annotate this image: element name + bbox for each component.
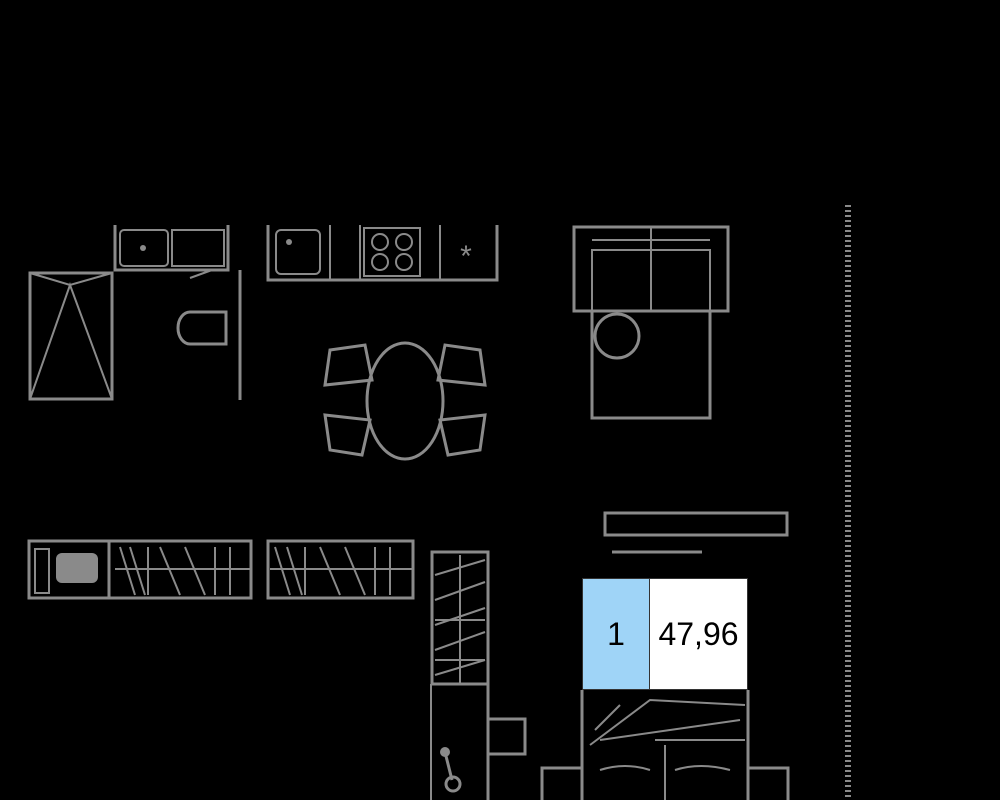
wardrobe-icon bbox=[107, 539, 490, 686]
washing-machine-icon bbox=[27, 539, 111, 600]
toilet-icon bbox=[176, 270, 242, 400]
dining-table-icon bbox=[323, 341, 487, 461]
bed-icon bbox=[540, 690, 790, 800]
room-count: 1 bbox=[583, 579, 650, 689]
fridge-icon: * bbox=[460, 240, 472, 273]
kitchen-counter bbox=[266, 225, 499, 282]
tv-icon bbox=[603, 511, 789, 554]
bathroom-sink-icon bbox=[113, 225, 230, 279]
apartment-area: 47,96 bbox=[650, 579, 747, 689]
door-icon bbox=[430, 684, 527, 800]
apartment-label: 1 47,96 bbox=[582, 578, 748, 690]
sofa-icon bbox=[572, 225, 730, 420]
svg-text:*: * bbox=[460, 240, 472, 273]
shower-icon bbox=[28, 271, 114, 401]
stove-icon bbox=[363, 227, 421, 277]
